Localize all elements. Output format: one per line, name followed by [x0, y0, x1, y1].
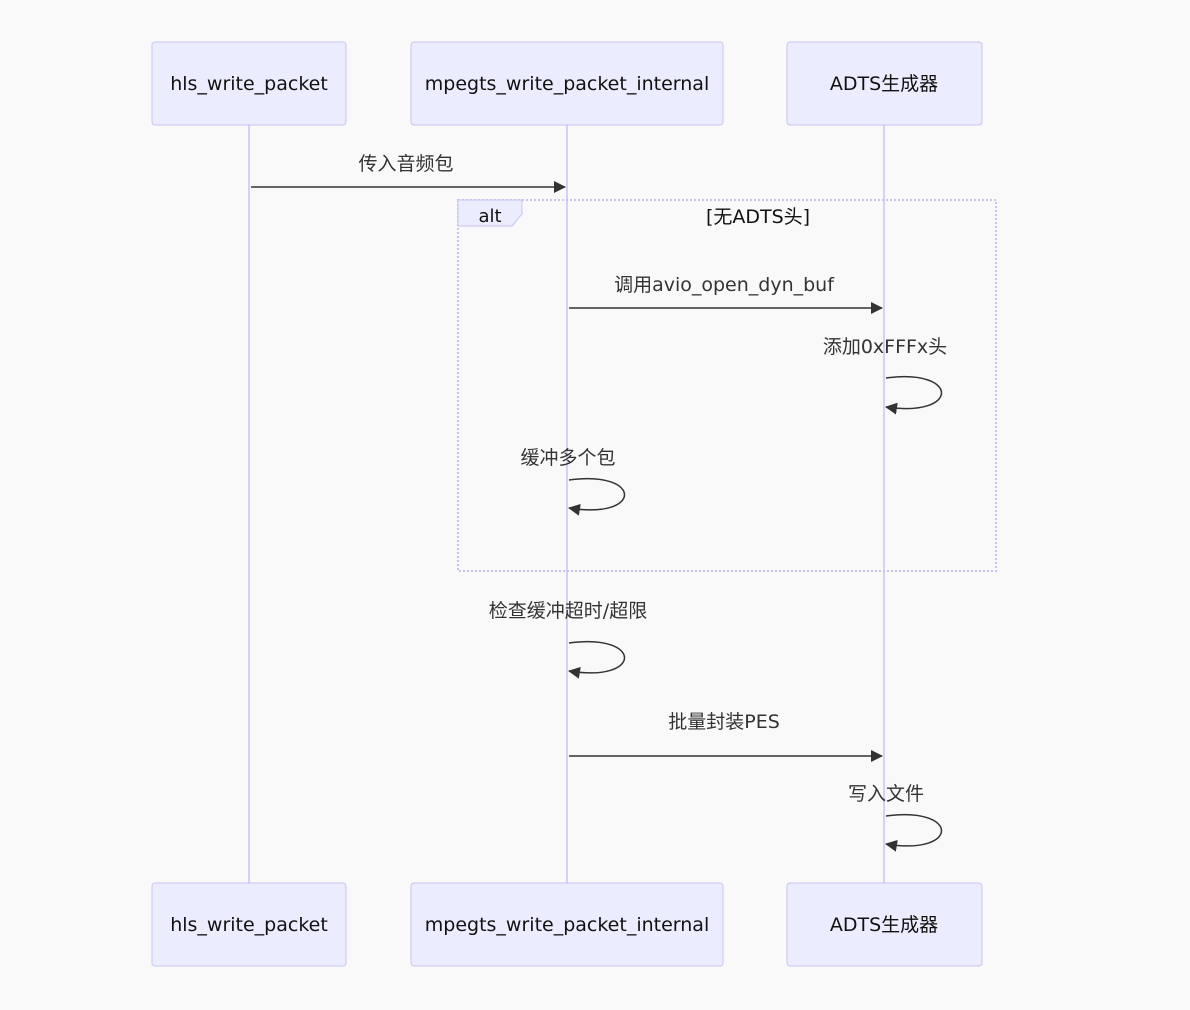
alt-tag: [457, 199, 523, 227]
alt-condition: [无ADTS头]: [706, 206, 810, 228]
message-3: 缓冲多个包: [520, 447, 626, 516]
actor-label: ADTS生成器: [830, 914, 938, 936]
actor-label: mpegts_write_packet_internal: [425, 73, 709, 95]
self-loop-arrow: [885, 376, 943, 415]
alt-label: alt: [478, 206, 501, 227]
message-label: 添加0xFFFx头: [823, 336, 947, 358]
message-6: 写入文件: [848, 783, 943, 852]
actor-label: mpegts_write_packet_internal: [425, 914, 709, 936]
actor-mpegts-top: mpegts_write_packet_internal: [410, 41, 724, 126]
message-2: 添加0xFFFx头: [823, 336, 947, 415]
message-label: 缓冲多个包: [520, 447, 615, 469]
message-label: 检查缓冲超时/超限: [489, 600, 647, 622]
message-1: 调用avio_open_dyn_buf: [569, 274, 883, 314]
message-4: 检查缓冲超时/超限: [489, 600, 647, 679]
actor-hls-top: hls_write_packet: [151, 41, 347, 126]
message-label: 调用avio_open_dyn_buf: [614, 274, 835, 296]
alt-frame: [457, 199, 997, 572]
self-loop-arrow: [568, 641, 626, 679]
actor-adts-bottom: ADTS生成器: [786, 882, 983, 967]
self-loop-arrow: [885, 814, 943, 852]
actor-label: hls_write_packet: [170, 914, 328, 936]
actor-label: ADTS生成器: [830, 73, 938, 95]
message-5: 批量封装PES: [569, 711, 883, 762]
actor-mpegts-bottom: mpegts_write_packet_internal: [410, 882, 724, 967]
actor-hls-bottom: hls_write_packet: [151, 882, 347, 967]
message-label: 传入音频包: [358, 153, 453, 175]
message-label: 批量封装PES: [668, 711, 780, 733]
message-label: 写入文件: [848, 783, 924, 805]
actor-adts-top: ADTS生成器: [786, 41, 983, 126]
alt-block: alt [无ADTS头]: [457, 199, 997, 572]
self-loop-arrow: [568, 478, 626, 516]
message-0: 传入音频包: [251, 153, 566, 193]
actor-label: hls_write_packet: [170, 73, 328, 95]
